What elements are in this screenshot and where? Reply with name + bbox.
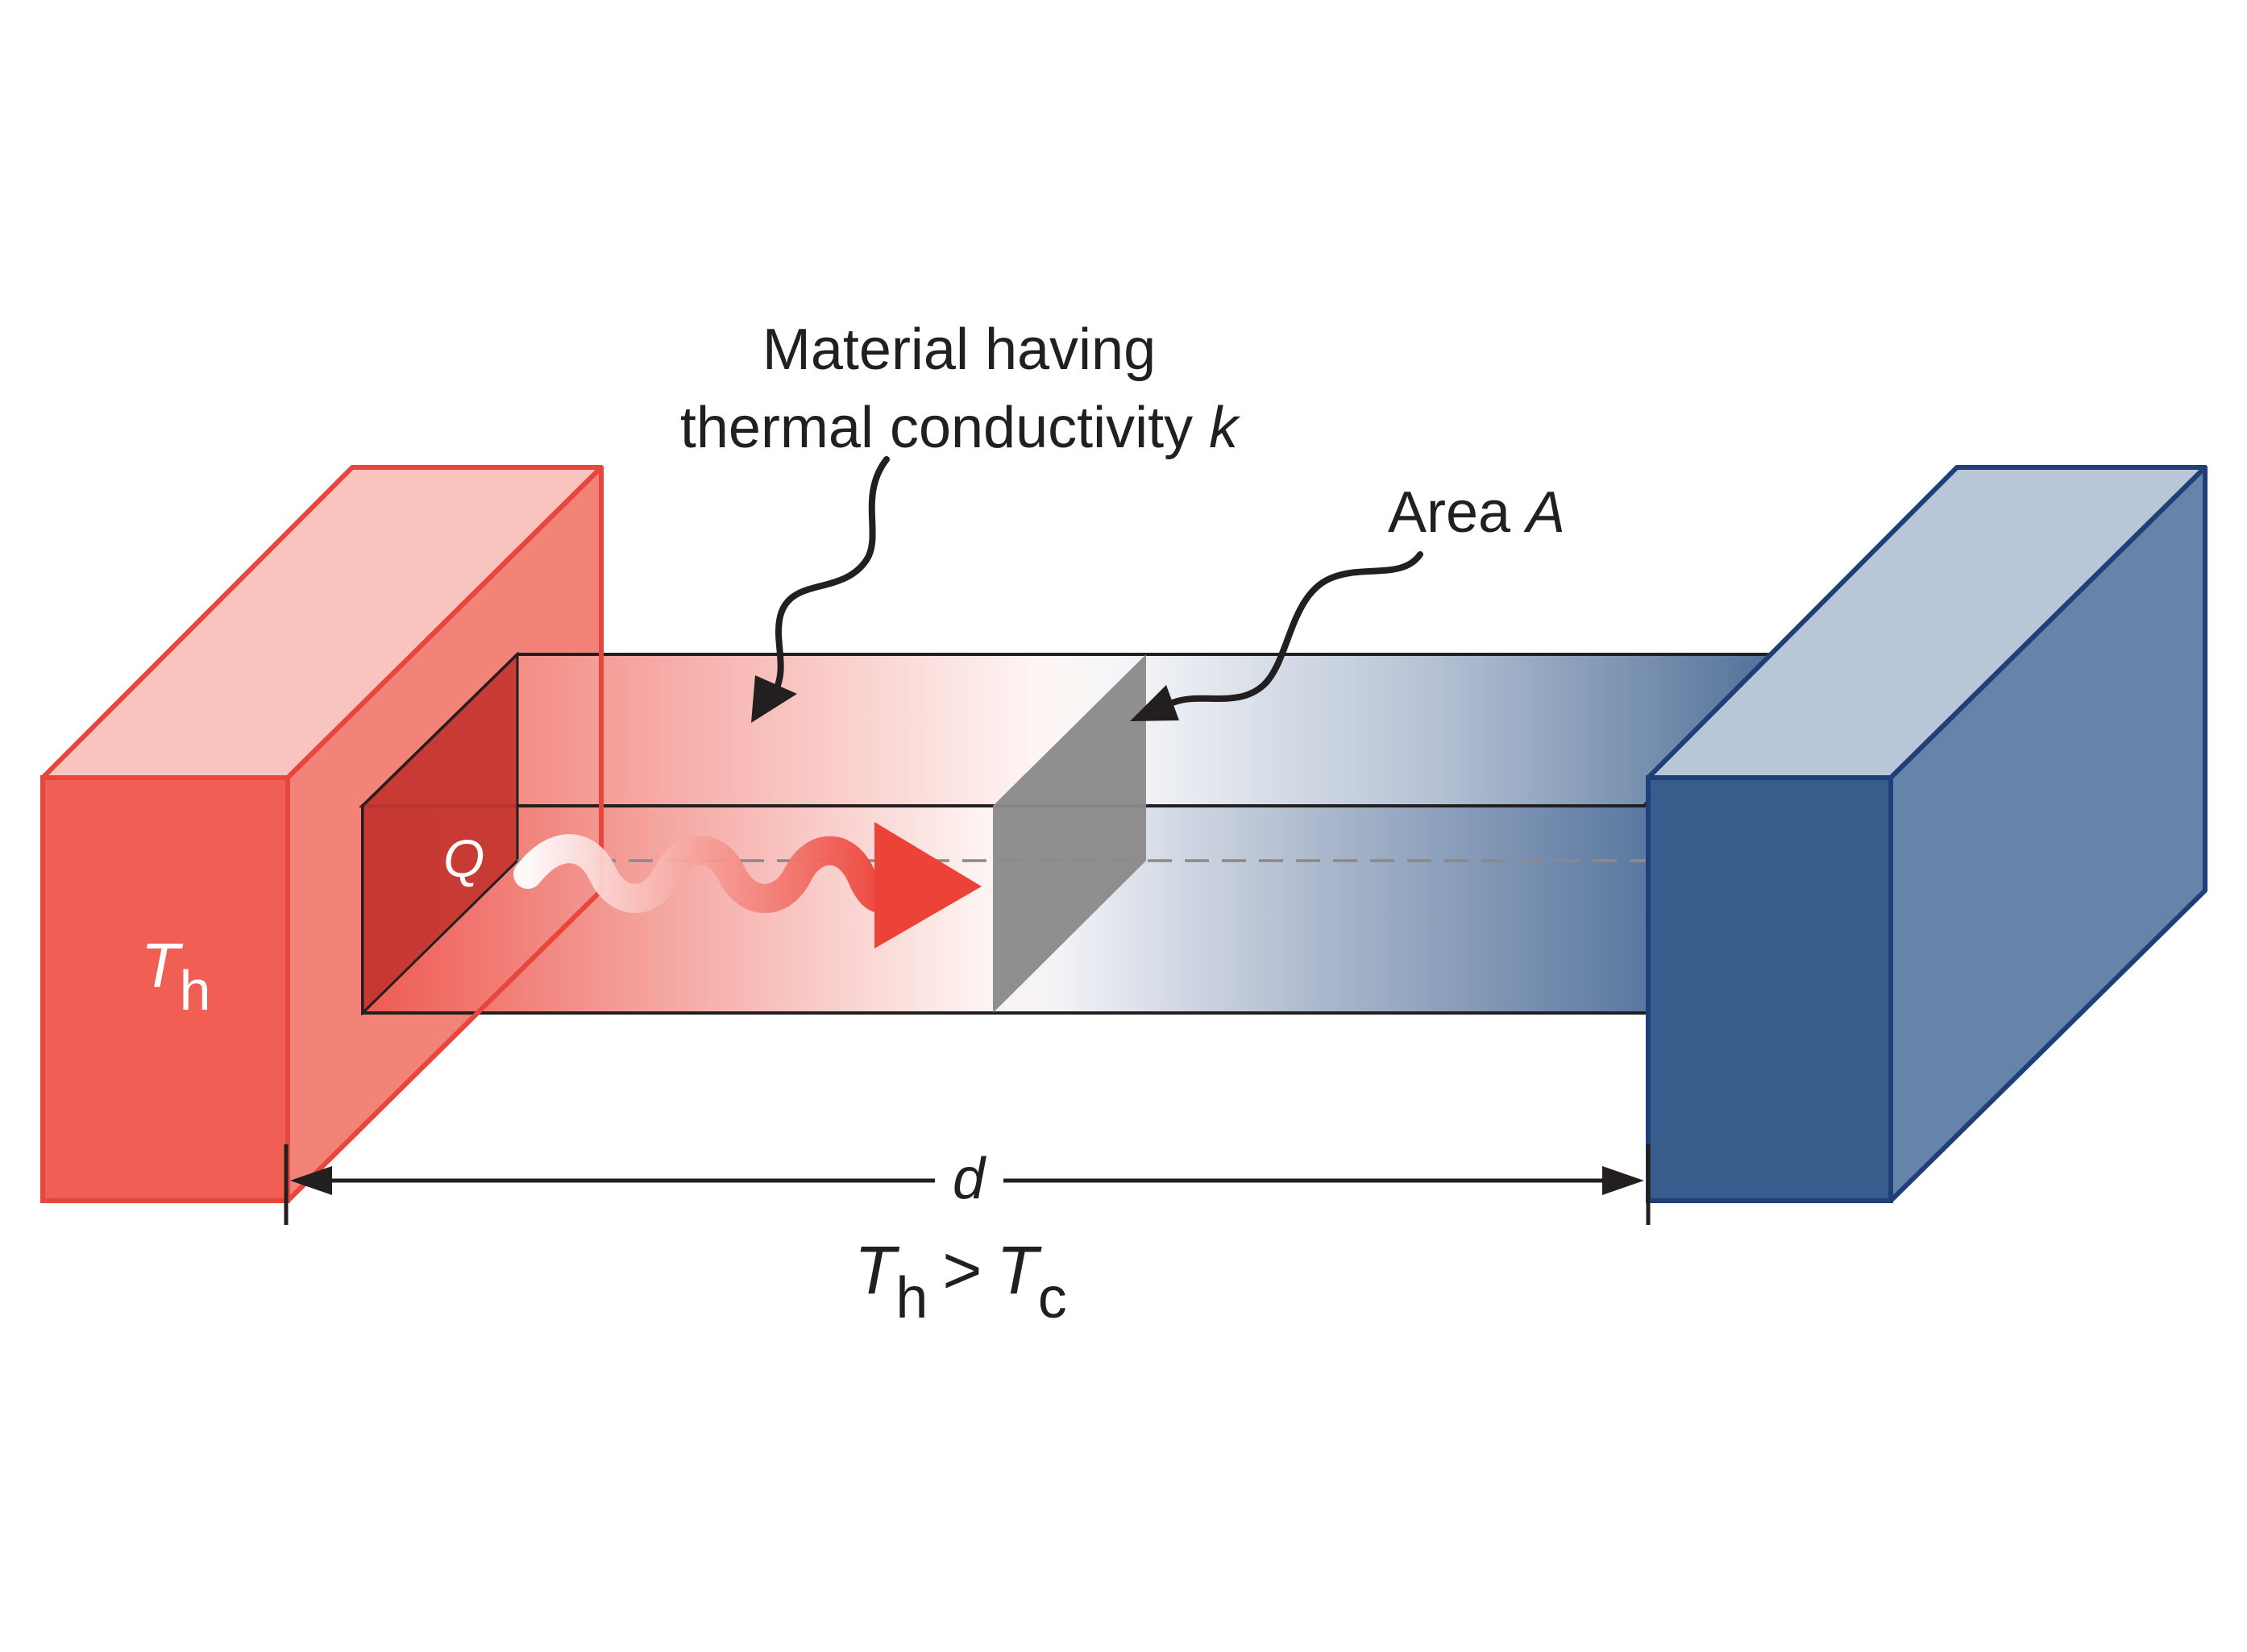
hot-temperature-T: T — [141, 930, 184, 1001]
condition-hot-T: T — [854, 1232, 900, 1308]
cross-section-area-plane — [993, 654, 1146, 1013]
hot-temperature-label: Th — [141, 930, 211, 1022]
material-label-text: thermal conductivity — [680, 396, 1209, 460]
distance-label: d — [953, 1147, 986, 1211]
dimension-arrowhead-left — [290, 1166, 332, 1195]
material-label-line1: Material having — [762, 318, 1156, 382]
material-label-line2: thermal conductivity k — [680, 396, 1241, 460]
area-symbol: A — [1523, 480, 1565, 545]
cold-block-front-face — [1646, 775, 1893, 1203]
cold-reservoir-block — [1646, 465, 2208, 1203]
hot-temperature-sub: h — [180, 959, 211, 1022]
area-leader-arrowhead — [1130, 685, 1179, 721]
heat-flow-wave — [513, 834, 909, 914]
material-leader-arrowhead — [751, 675, 797, 723]
material-leader — [751, 456, 890, 723]
conductivity-symbol: k — [1209, 396, 1241, 460]
condition-cold-sub: c — [1038, 1266, 1067, 1330]
area-label-word: Area — [1388, 480, 1526, 545]
heat-flow-arrowhead — [874, 822, 982, 948]
heat-flow-arrow — [513, 822, 982, 948]
conducting-material-bar — [359, 651, 1785, 1016]
condition-operator: > — [942, 1232, 982, 1308]
condition-cold-T: T — [996, 1232, 1042, 1308]
heat-symbol-label: Q — [443, 828, 484, 888]
material-leader-line — [769, 456, 890, 700]
hot-block-front-face — [40, 775, 290, 1203]
temperature-condition: Th>Tc — [854, 1232, 1067, 1330]
area-leader-line — [1169, 551, 1423, 706]
condition-hot-sub: h — [895, 1266, 928, 1330]
dimension-arrowhead-right — [1602, 1166, 1644, 1195]
distance-dimension — [284, 1144, 1651, 1225]
area-label: Area A — [1388, 480, 1565, 545]
area-leader — [1130, 551, 1423, 721]
